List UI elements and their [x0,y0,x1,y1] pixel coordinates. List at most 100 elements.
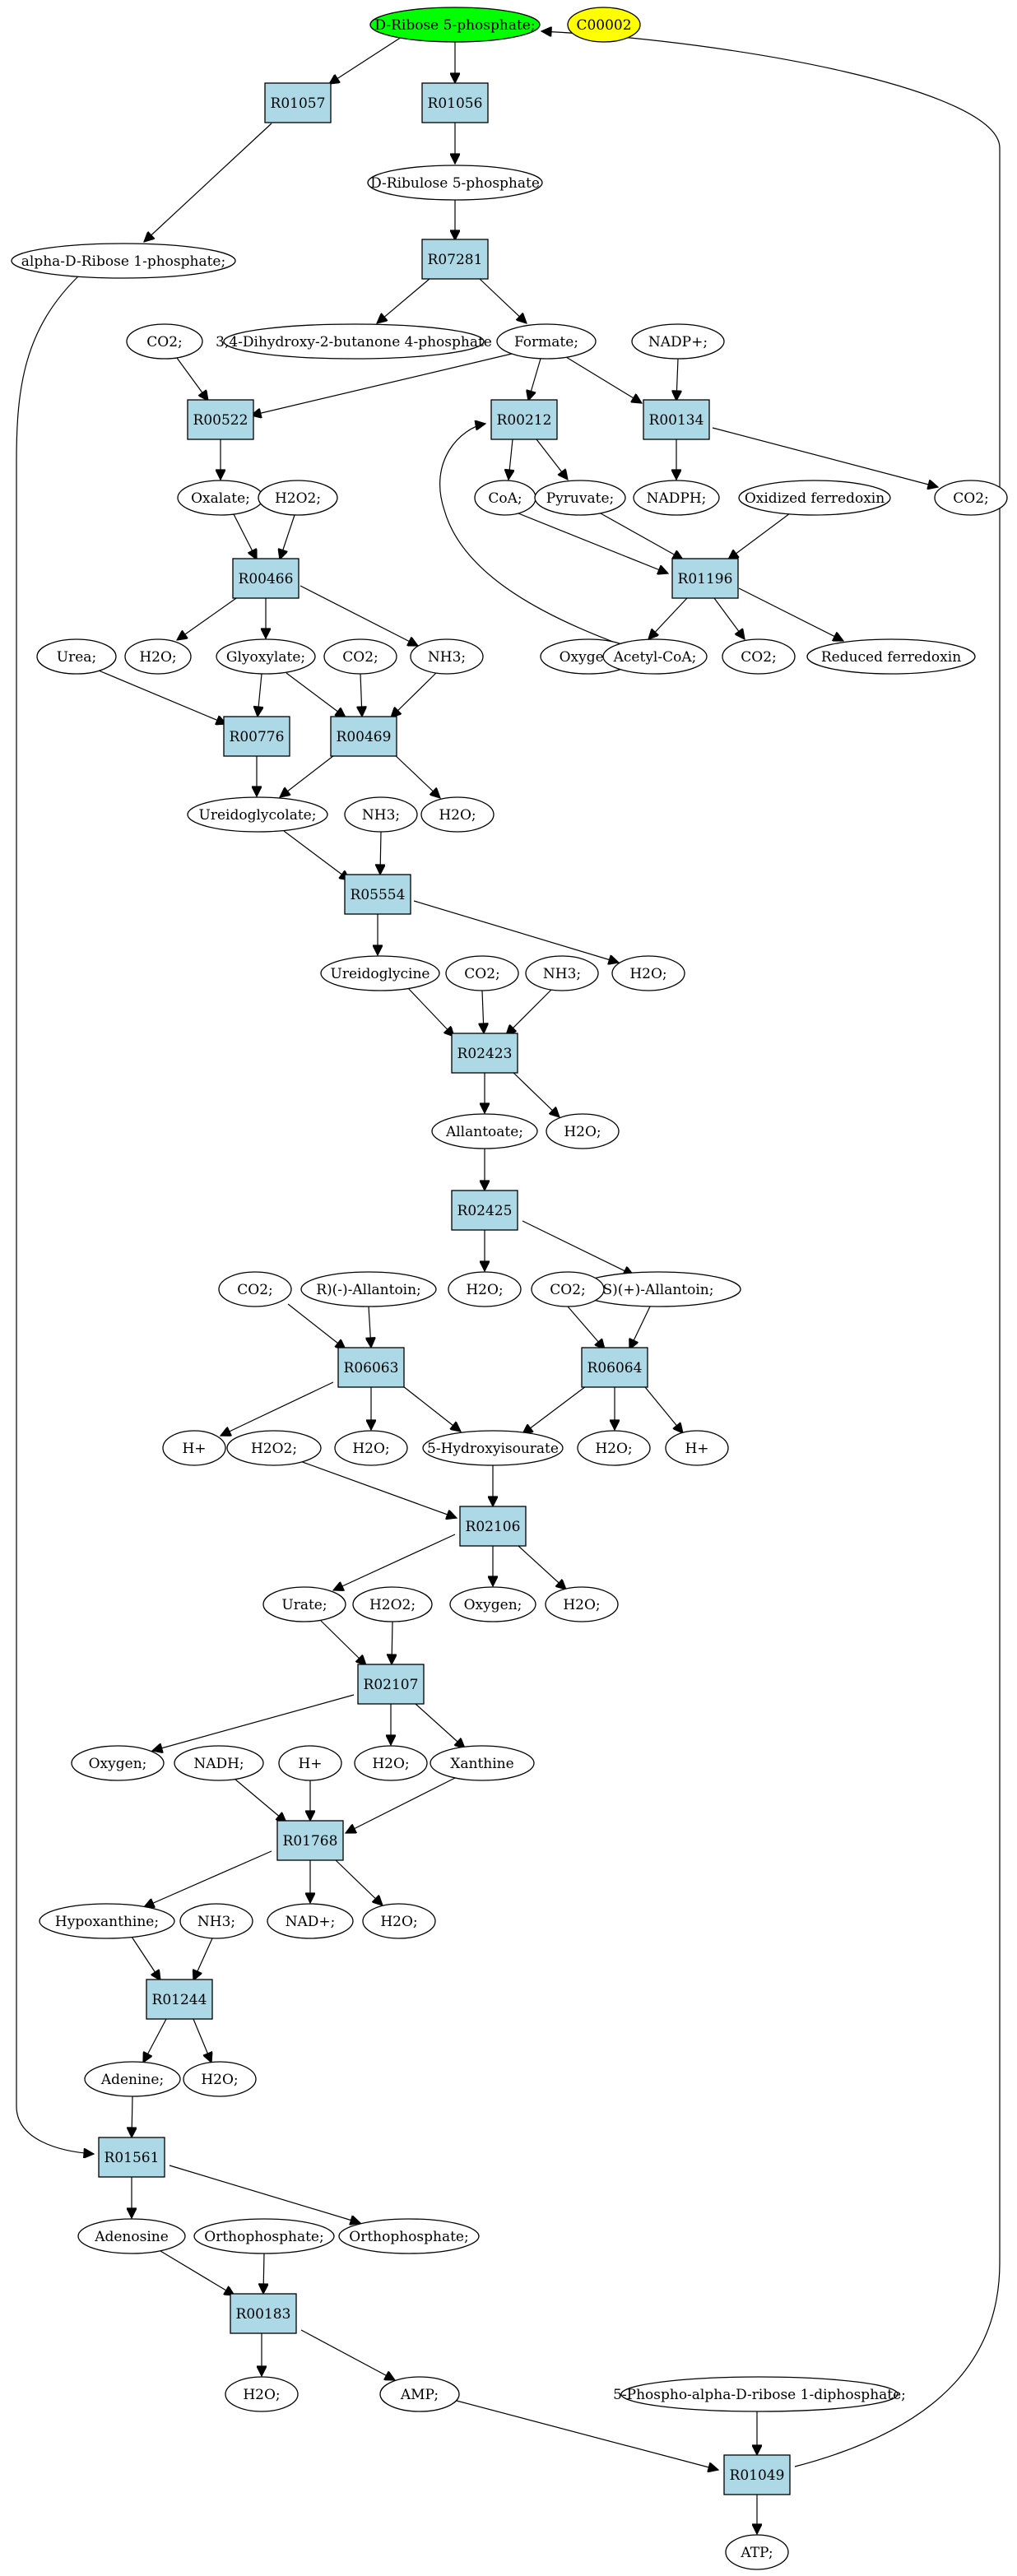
compound-node-co2[interactable]: CO2; [445,955,519,991]
reaction-node-r00776[interactable]: R00776 [223,716,290,757]
compound-node-coa[interactable]: CoA; [474,480,536,516]
compound-node-nh3[interactable]: NH3; [410,638,484,675]
compound-node-co2[interactable]: CO2; [934,480,1008,516]
compound-node-h2o[interactable]: H2O; [183,2061,257,2097]
reaction-node-r06064[interactable]: R06064 [581,1347,648,1388]
compound-ellipse [179,1903,253,1939]
compound-node-d-ribulose-5-phosphate[interactable]: D-Ribulose 5-phosphate [367,165,543,201]
compound-node-ureidoglycolate[interactable]: Ureidoglycolate; [187,796,328,833]
compound-node-adenine[interactable]: Adenine; [84,2061,181,2097]
reaction-label: R01049 [730,2467,785,2484]
compound-node-oxalate[interactable]: Oxalate; [177,480,264,516]
compound-node-ureidoglycine[interactable]: Ureidoglycine [320,955,440,991]
compound-node-orthophosphate[interactable]: Orthophosphate; [338,2218,480,2254]
compound-node-nad[interactable]: NAD+; [267,1903,354,1939]
reaction-node-r01049[interactable]: R01049 [723,2454,791,2495]
reaction-label: R02423 [457,1046,513,1062]
compound-node-co2[interactable]: CO2; [218,1271,292,1307]
compound-node-5-phospho-alpha-d-ribose-1-diphosphate[interactable]: 5-Phospho-alpha-D-ribose 1-diphosphate; [613,2376,906,2412]
compound-node-5-hydroxyisourate[interactable]: 5-Hydroxyisourate [422,1430,564,1466]
reaction-node-r02106[interactable]: R02106 [459,1506,527,1547]
compound-node-r-allantoin[interactable]: R)(-)-Allantoin; [300,1271,437,1307]
compound-ellipse [534,480,626,516]
compound-node-amp[interactable]: AMP; [379,2376,460,2412]
reaction-node-r07281[interactable]: R07281 [421,239,489,280]
compound-node-nh3[interactable]: NH3; [344,796,418,833]
compound-node-h2o[interactable]: H2O; [545,1586,619,1622]
reaction-node-r02423[interactable]: R02423 [451,1033,518,1074]
compound-node-h2o[interactable]: H2O; [334,1430,408,1466]
reaction-node-r01056[interactable]: R01056 [421,82,489,123]
compound-label: NH3; [428,649,466,666]
compound-node-3-4-dihydroxy-2-butanone-4-phosphate[interactable]: 3,4-Dihydroxy-2-butanone 4-phosphate [216,323,492,360]
compound-node-formate[interactable]: Formate; [496,323,597,360]
reaction-node-r00134[interactable]: R00134 [643,399,710,440]
compound-node-h2o[interactable]: H2O; [354,1745,428,1781]
compound-node-h[interactable]: H+ [162,1430,226,1466]
compound-node-oxygen[interactable]: Oxygen; [71,1745,165,1781]
compound-ellipse [545,1586,619,1622]
compound-node-h2o[interactable]: H2O; [420,796,495,833]
compound-node-urea[interactable]: Urea; [36,638,117,675]
compound-node-glyoxylate[interactable]: Glyoxylate; [216,638,316,675]
compound-node-acetyl-coa[interactable]: Acetyl-CoA; [602,638,708,675]
compound-node-orthophosphate[interactable]: Orthophosphate; [193,2218,335,2254]
compound-node-h2o2[interactable]: H2O2; [226,1430,322,1466]
reaction-node-r01244[interactable]: R01244 [146,1979,213,2020]
compound-node-reduced-ferredoxin[interactable]: Reduced ferredoxin [806,638,976,675]
compound-ellipse [806,638,976,675]
compound-node-oxygen[interactable]: Oxygen; [449,1586,536,1622]
compound-node-nadh[interactable]: NADH; [174,1745,264,1781]
reaction-node-r00466[interactable]: R00466 [232,558,300,599]
compound-node-nadp[interactable]: NADP+; [631,323,725,360]
compound-ellipse [278,1745,342,1781]
reaction-node-r00212[interactable]: R00212 [490,399,558,440]
compound-node-urate[interactable]: Urate; [262,1586,346,1622]
compound-node-atp[interactable]: ATP; [725,2534,789,2570]
reaction-node-r01196[interactable]: R01196 [671,558,739,599]
reaction-node-r00469[interactable]: R00469 [330,716,397,757]
compound-node-pyruvate[interactable]: Pyruvate; [534,480,626,516]
compound-node-c00002[interactable]: C00002 [567,7,641,43]
compound-node-nh3[interactable]: NH3; [179,1903,253,1939]
compound-node-alpha-d-ribose-1-phosphate[interactable]: alpha-D-Ribose 1-phosphate; [11,243,236,279]
compound-node-h2o[interactable]: H2O; [546,1113,620,1149]
compound-node-h2o[interactable]: H2O; [362,1903,436,1939]
compound-node-h2o[interactable]: H2O; [611,955,685,991]
reaction-node-r01768[interactable]: R01768 [276,1820,344,1861]
reaction-node-r06063[interactable]: R06063 [337,1347,405,1388]
compound-node-s-allantoin[interactable]: S)(+)-Allantoin; [575,1271,741,1307]
compound-node-co2[interactable]: CO2; [722,638,796,675]
compound-node-h2o[interactable]: H2O; [577,1430,651,1466]
compound-node-oxidized-ferredoxin[interactable]: Oxidized ferredoxin [738,480,891,516]
compound-node-d-ribose-5-phosphate[interactable]: D-Ribose 5-phosphate; [369,7,541,43]
compound-node-adenosine[interactable]: Adenosine [77,2218,186,2254]
compound-node-h[interactable]: H+ [278,1745,342,1781]
compound-node-co2[interactable]: CO2; [126,323,203,360]
compound-node-h[interactable]: H+ [665,1430,729,1466]
compound-node-h2o[interactable]: H2O; [448,1271,522,1307]
compound-node-h2o[interactable]: H2O; [124,638,192,675]
compound-node-h2o[interactable]: H2O; [225,2376,299,2412]
compound-node-h2o2[interactable]: H2O2; [352,1586,433,1622]
compound-label: Xanthine [450,1756,513,1772]
compound-node-h2o2[interactable]: H2O2; [258,480,338,516]
compound-ellipse [77,2218,186,2254]
reaction-node-r01057[interactable]: R01057 [264,82,332,123]
edge-r01057-to-alpha-d-ribose-1-phosphate [144,123,272,242]
compound-node-co2[interactable]: CO2; [531,1271,605,1307]
compound-node-allantoate[interactable]: Allantoate; [431,1113,538,1149]
reaction-node-r05554[interactable]: R05554 [344,874,411,915]
compound-node-xanthine[interactable]: Xanthine [430,1745,535,1781]
compound-label: Oxygen; [464,1597,522,1613]
compound-node-nh3[interactable]: NH3; [525,955,599,991]
reaction-node-r00183[interactable]: R00183 [230,2293,297,2334]
reaction-node-r02425[interactable]: R02425 [451,1190,518,1231]
reaction-node-r01561[interactable]: R01561 [98,2137,165,2178]
compound-node-co2[interactable]: CO2; [323,638,397,675]
compound-node-nadph[interactable]: NADPH; [633,480,720,516]
compound-label: H2O; [372,1756,409,1772]
reaction-node-r02107[interactable]: R02107 [357,1664,425,1705]
reaction-node-r00522[interactable]: R00522 [187,399,254,440]
compound-node-hypoxanthine[interactable]: Hypoxanthine; [39,1903,175,1939]
